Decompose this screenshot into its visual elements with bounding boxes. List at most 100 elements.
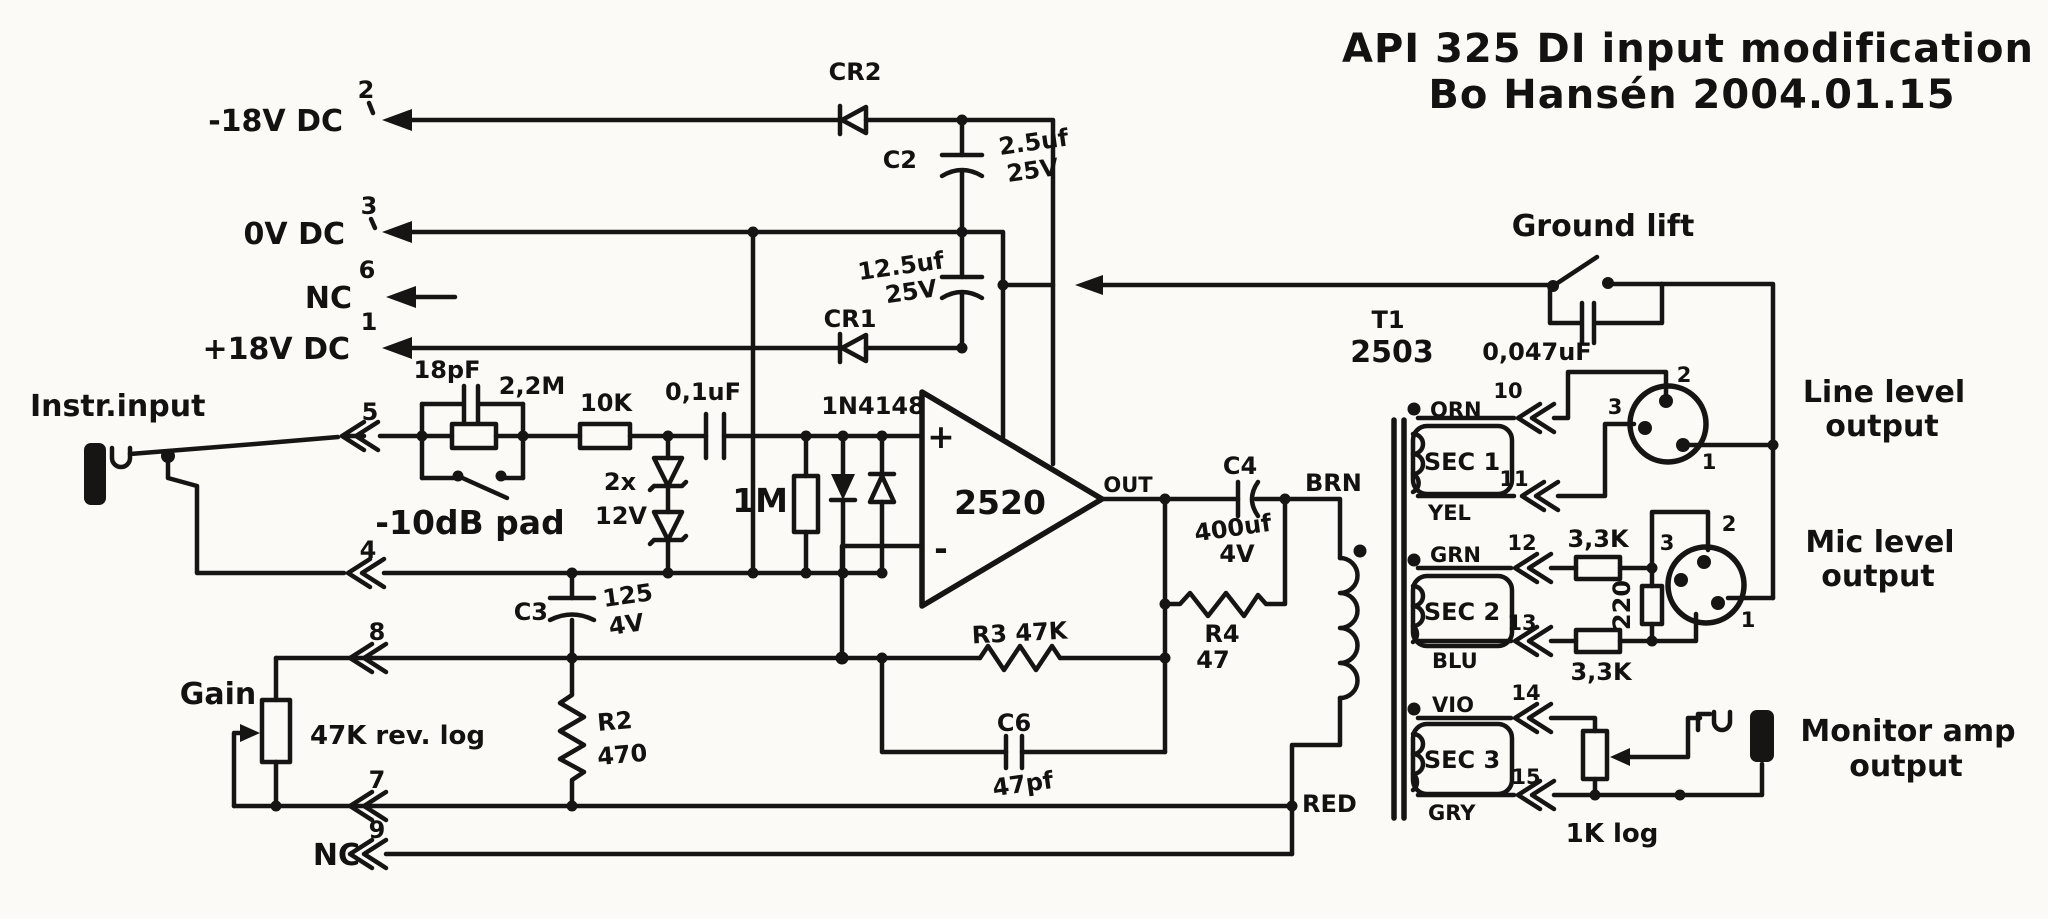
pin-14-number: 14 xyxy=(1511,681,1540,705)
zener-1-icon xyxy=(651,455,685,489)
sec2-grn-label: GRN xyxy=(1430,543,1481,567)
pad-cap-icon xyxy=(461,383,481,425)
diode-cr1-icon xyxy=(839,332,869,364)
pin-12-number: 12 xyxy=(1507,531,1536,555)
mic-output-label-1: Mic level xyxy=(1805,525,1954,560)
cap-c4-curve xyxy=(1249,479,1261,519)
pin-4-number: 4 xyxy=(360,536,377,564)
monitor-pot-wiper-arrow xyxy=(1610,748,1630,766)
cap-c6-icon xyxy=(1003,733,1025,771)
title-block: API 325 DI input modification Bo Hansén … xyxy=(1342,26,2034,118)
cap-c6-ref: C6 xyxy=(997,709,1031,737)
mic-pad-res-shunt-icon xyxy=(1639,583,1665,627)
mic-xlr-pin3-number: 3 xyxy=(1660,531,1675,555)
sec1-label: SEC 1 xyxy=(1424,448,1500,476)
ground-lift-cap-icon xyxy=(1579,300,1597,346)
pin-2-tick xyxy=(366,100,376,116)
cap-c3-ref: C3 xyxy=(514,598,548,626)
primary-brn-label: BRN xyxy=(1305,469,1362,497)
gain-section: 8 Gain 47K rev. log C3 125 4V R2 470 7 N… xyxy=(180,570,1295,873)
mic-pad-res-shunt-value: 220 xyxy=(1608,580,1636,630)
cap-c4-volts: 4V xyxy=(1219,540,1255,568)
coupling-cap-value: 0,1uF xyxy=(665,378,741,406)
zener-2-icon xyxy=(651,509,685,543)
clamp-diode-down-icon xyxy=(831,474,855,500)
monitor-jack-section xyxy=(1695,709,1774,762)
gain-pot-icon xyxy=(259,697,293,765)
cap-12uf-volts: 25V xyxy=(883,274,939,309)
pin-5-number: 5 xyxy=(362,398,379,426)
coupling-cap-icon xyxy=(703,411,727,461)
line-xlr-pin1-number: 1 xyxy=(1702,450,1717,474)
pad-cap-value: 18pF xyxy=(414,356,481,384)
res-r2-ref: R2 xyxy=(596,706,633,737)
pin-13-chevron xyxy=(1512,624,1554,658)
feedback-section: R3 47K C6 47pf R4 47 C4 400uf 4V xyxy=(835,452,1291,802)
rail-neg18-label: -18V DC xyxy=(208,104,343,139)
line-xlr-pin2-number: 2 xyxy=(1677,363,1692,387)
clamp-diodes-label: 1N4148 xyxy=(821,392,925,420)
pin-6-arrow xyxy=(386,286,416,308)
ground-lift-switch-lever xyxy=(1550,254,1600,289)
transformer-ref: T1 xyxy=(1371,306,1404,334)
diode-cr2-icon xyxy=(839,104,869,136)
instrument-input-section: Instr.input 5 4 xyxy=(30,389,885,590)
res-r4-ref: R4 xyxy=(1204,620,1239,648)
cap-c2-ref: C2 xyxy=(883,146,917,174)
schematic-title: API 325 DI input modification xyxy=(1342,26,2034,72)
pin-6-number: 6 xyxy=(359,256,376,284)
input-jack-sleeve-wire xyxy=(165,453,347,576)
pin-3-tick xyxy=(368,216,378,231)
ground-lift-cap-value: 0,047uF xyxy=(1482,338,1591,366)
sec3-gry-label: GRY xyxy=(1428,801,1476,825)
gain-pot-wiper-arrow xyxy=(240,724,260,742)
pin-15-chevron xyxy=(1515,778,1557,812)
res-r4-value: 47 xyxy=(1196,646,1229,674)
sec2-label: SEC 2 xyxy=(1424,598,1500,626)
pin-7-number: 7 xyxy=(369,766,386,794)
transformer-model: 2503 xyxy=(1350,335,1434,370)
mic-pad-res-top-value: 3,3K xyxy=(1567,525,1630,553)
pin-10-chevron xyxy=(1515,401,1557,435)
line-xlr-pin3-number: 3 xyxy=(1608,395,1623,419)
opamp-out-label: OUT xyxy=(1103,473,1153,497)
sec1-yel-label: YEL xyxy=(1427,501,1471,525)
output-labels: Line level output Mic level output Monit… xyxy=(1800,375,2015,784)
monitor-pot-icon xyxy=(1580,728,1610,782)
pin-11-chevron xyxy=(1519,479,1561,513)
sec3-vio-label: VIO xyxy=(1432,693,1474,717)
cap-c2-curve xyxy=(939,167,985,179)
monitor-output-label-2: output xyxy=(1849,749,1962,784)
opamp-model: 2520 xyxy=(954,483,1046,522)
mic-xlr-section: 2 3 1 xyxy=(1660,512,1776,632)
ground-lift-label: Ground lift xyxy=(1512,209,1695,244)
monitor-jack-plug-icon xyxy=(1750,710,1774,762)
opamp-triangle-icon xyxy=(919,389,1105,609)
cap-c6-value: 47pf xyxy=(991,766,1056,802)
line-xlr-section: 2 3 1 xyxy=(1608,363,1779,474)
psu-section: CR2 C2 2.5uf 25V 12.5uf 25V CR1 xyxy=(824,58,1071,467)
cap-c3-value: 125 xyxy=(601,578,655,613)
chassis-rail-arrow xyxy=(1075,275,1103,295)
pin-14-chevron xyxy=(1512,701,1554,735)
line-output-label-1: Line level xyxy=(1803,375,1965,410)
pin-12-chevron xyxy=(1512,551,1554,585)
primary-red-label: RED xyxy=(1302,790,1357,818)
wire-c6-branch xyxy=(879,655,1168,755)
pin-2-number: 2 xyxy=(358,76,375,104)
series-res-value: 10K xyxy=(580,389,633,417)
pin-9-chevron xyxy=(347,837,389,871)
wire-inverting-input xyxy=(839,543,925,661)
pin-1-number: 1 xyxy=(361,308,378,336)
gain-pot-value: 47K rev. log xyxy=(310,721,485,751)
pad-switch-lever xyxy=(455,473,510,501)
bias-res-icon xyxy=(791,473,821,535)
zener-volts-label: 12V xyxy=(595,502,647,530)
schematic-author-date: Bo Hansén 2004.01.15 xyxy=(1428,72,1955,118)
line-output-label-2: output xyxy=(1825,409,1938,444)
pad-res-icon xyxy=(449,421,499,451)
pad-res-value: 2,2M xyxy=(499,372,565,400)
pin-9-number: 9 xyxy=(369,816,386,844)
